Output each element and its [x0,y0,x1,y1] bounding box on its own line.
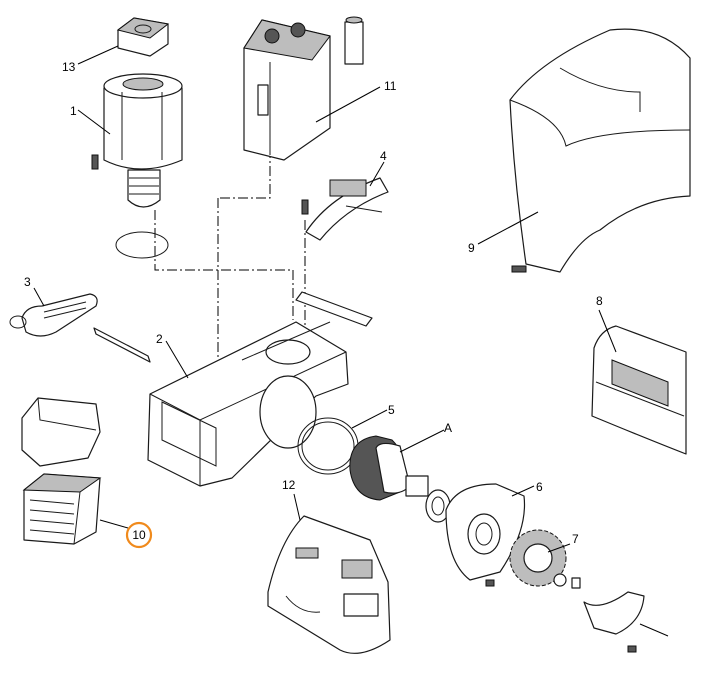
part-13-cap[interactable] [116,17,170,57]
callout-5: 5 [388,403,395,417]
callout-11: 11 [384,79,397,93]
callout-3: 3 [24,275,31,289]
part-4-switch-bracket[interactable] [301,177,389,241]
callout-a: A [444,421,452,435]
assembly-guides [154,130,306,360]
callout-2: 2 [156,332,163,346]
callout-1: 1 [70,104,77,118]
leader-lines [33,45,617,553]
part-2-base-housing[interactable] [93,291,373,487]
part-1-motor[interactable] [91,73,183,259]
callout-13: 13 [62,60,76,74]
callout-6: 6 [536,480,543,494]
callout-9: 9 [468,241,475,255]
callout-7: 7 [572,532,579,546]
callout-8: 8 [596,294,603,308]
part-8-belt-detail[interactable] [591,325,687,455]
part-9-cover[interactable] [509,28,691,273]
part-5-o-ring[interactable] [297,417,359,475]
highlight-ring [125,521,153,549]
part-10-transformer[interactable] [22,473,102,545]
callout-10-highlight[interactable]: 10 [125,521,153,549]
callout-labels: 13 1 11 4 9 8 3 2 5 A 6 7 12 [24,60,603,546]
part-7-pinion[interactable] [485,529,669,653]
callout-12: 12 [282,478,296,492]
part-11-control-unit[interactable] [243,16,364,161]
callout-10: 10 [132,528,146,542]
part-3-release-lever[interactable] [9,293,98,337]
callout-4: 4 [380,149,387,163]
transformer-cover[interactable] [21,397,101,467]
part-6-flange[interactable] [445,483,526,581]
part-12-board-detail[interactable] [267,515,391,654]
part-a-gear-assembly[interactable] [349,435,451,523]
